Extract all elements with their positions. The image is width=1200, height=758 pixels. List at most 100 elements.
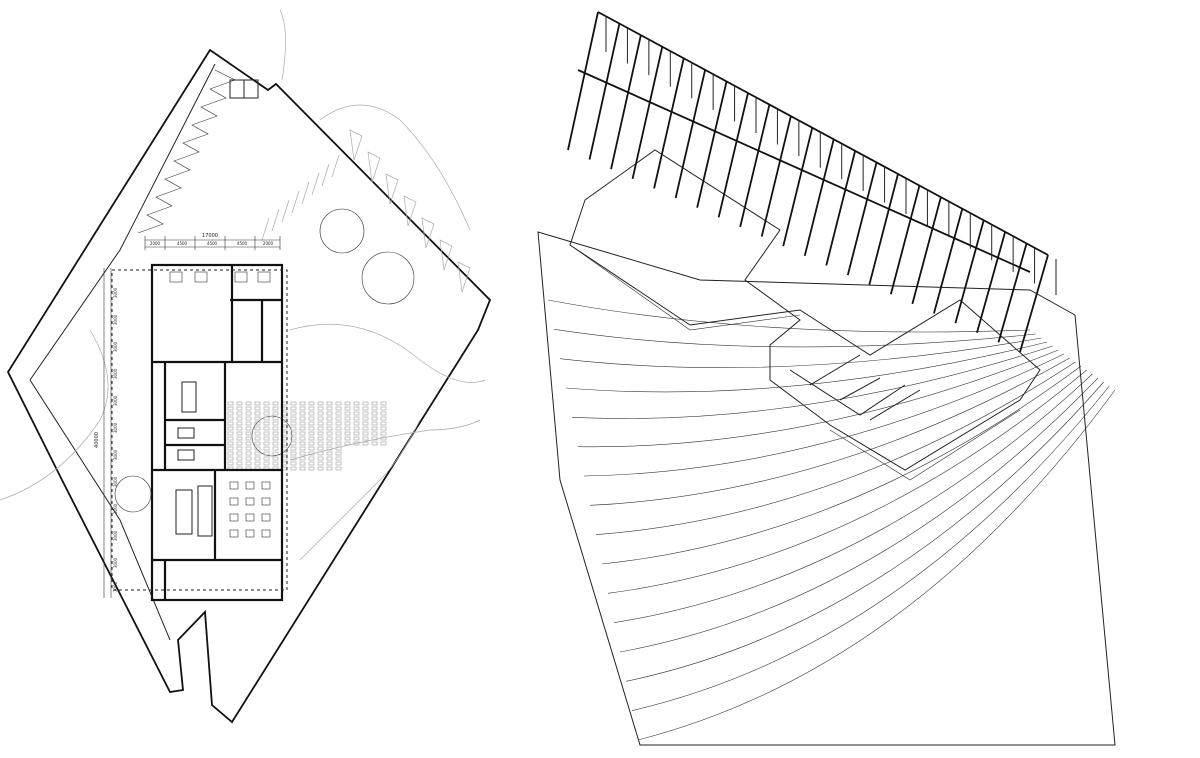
contour-line: [589, 357, 1070, 506]
table: [257, 271, 271, 283]
paving-tile: [245, 416, 252, 421]
paving-tile: [290, 466, 297, 471]
vertical-segment-label: 3000: [113, 422, 118, 433]
paving-tile: [245, 446, 252, 451]
paving-tile: [299, 426, 306, 431]
dining-table: [229, 481, 239, 490]
contour-line: [625, 381, 1104, 682]
paving-tile: [362, 401, 369, 406]
contour-line: [619, 377, 1099, 653]
stair-tread: [349, 129, 363, 161]
paving-tile: [308, 421, 315, 426]
paving-tile: [335, 451, 342, 456]
vertical-segment-label: 3000: [113, 530, 118, 541]
segment-dimension-label: 4500: [237, 241, 248, 246]
paving-tile: [344, 421, 351, 426]
paving-tile: [245, 401, 252, 406]
paving-tile: [299, 431, 306, 436]
furniture-group: [169, 271, 271, 283]
overall-dimension-label: 17000: [202, 233, 218, 239]
paving-tile: [353, 441, 360, 446]
paving-tile: [254, 416, 261, 421]
paving-tile: [236, 441, 243, 446]
paving-tile: [308, 441, 315, 446]
paving-tile: [317, 461, 324, 466]
rafter: [1019, 254, 1049, 353]
paving-tile: [272, 451, 279, 456]
paving-tile: [344, 401, 351, 406]
rafter: [782, 127, 814, 247]
terrain-line: [289, 419, 481, 461]
rafter: [997, 243, 1028, 343]
floor-slab-edge: [569, 244, 1021, 481]
paving-tile: [263, 421, 270, 426]
paving-tile: [272, 436, 279, 441]
paving-tile: [227, 456, 234, 461]
dining-table: [245, 513, 255, 522]
paving-tile: [353, 416, 360, 421]
tree-canopy: [319, 208, 365, 254]
paving-tile: [272, 441, 279, 446]
paving-tile: [290, 406, 297, 411]
paving-tile: [227, 436, 234, 441]
paving-tile: [254, 446, 261, 451]
paving-tile: [380, 436, 387, 441]
paving-tile: [380, 426, 387, 431]
dining-table: [261, 497, 271, 506]
paving-tile: [317, 466, 324, 471]
paving-tile: [326, 461, 333, 466]
building-outline: [150, 263, 284, 602]
paving-tile: [326, 431, 333, 436]
overall-vertical-dimension-label: 40000: [94, 432, 100, 448]
stair-tread: [301, 181, 310, 205]
paving-tile: [245, 406, 252, 411]
paving-tile: [299, 466, 306, 471]
stair-tread: [321, 163, 330, 187]
paving-tile: [317, 406, 324, 411]
paving-tile: [227, 446, 234, 451]
paving-tile: [245, 426, 252, 431]
paving-tile: [371, 441, 378, 446]
paving-tile: [227, 406, 234, 411]
paving-tile: [326, 426, 333, 431]
rafter: [739, 104, 771, 228]
paving-tile: [254, 436, 261, 441]
paving-tile: [245, 436, 252, 441]
paving-tile: [299, 421, 306, 426]
paving-tile: [227, 431, 234, 436]
paving-tile: [290, 421, 297, 426]
paving-tile: [245, 451, 252, 456]
rafter: [653, 58, 685, 189]
contour-line: [559, 337, 1042, 368]
stair-zigzag: [137, 69, 236, 234]
rafter: [674, 69, 707, 199]
kitchen-island: [175, 489, 193, 535]
vertical-dimension-labels: 3000 3000 3000 3000 3000 3000 3000 3000 …: [113, 287, 118, 592]
paving-tile: [335, 421, 342, 426]
paving-tile: [308, 416, 315, 421]
rafter: [696, 81, 728, 208]
site-floor-plan: 17000 2000 4500 4500 4500 2000 40000 300…: [0, 9, 492, 724]
rafter: [610, 34, 642, 170]
segment-dimension-label: 4500: [177, 241, 188, 246]
rafter: [911, 196, 942, 305]
paving-tile: [272, 426, 279, 431]
paving-tile: [299, 461, 306, 466]
paving-tile: [290, 416, 297, 421]
contour-line: [601, 365, 1082, 565]
paving-tile: [353, 401, 360, 406]
paving-tile: [299, 446, 306, 451]
paving-tile: [290, 456, 297, 461]
paving-tile: [362, 426, 369, 431]
paving-tile: [272, 431, 279, 436]
contour-line: [595, 361, 1076, 535]
segment-dimension-label: 2000: [150, 241, 161, 246]
terrain-outline: [537, 231, 1116, 746]
paving-tile: [335, 411, 342, 416]
rafter: [631, 46, 664, 180]
contour-line: [631, 385, 1110, 711]
paving-tile: [272, 416, 279, 421]
rafter: [954, 220, 985, 324]
paving-tile: [272, 456, 279, 461]
